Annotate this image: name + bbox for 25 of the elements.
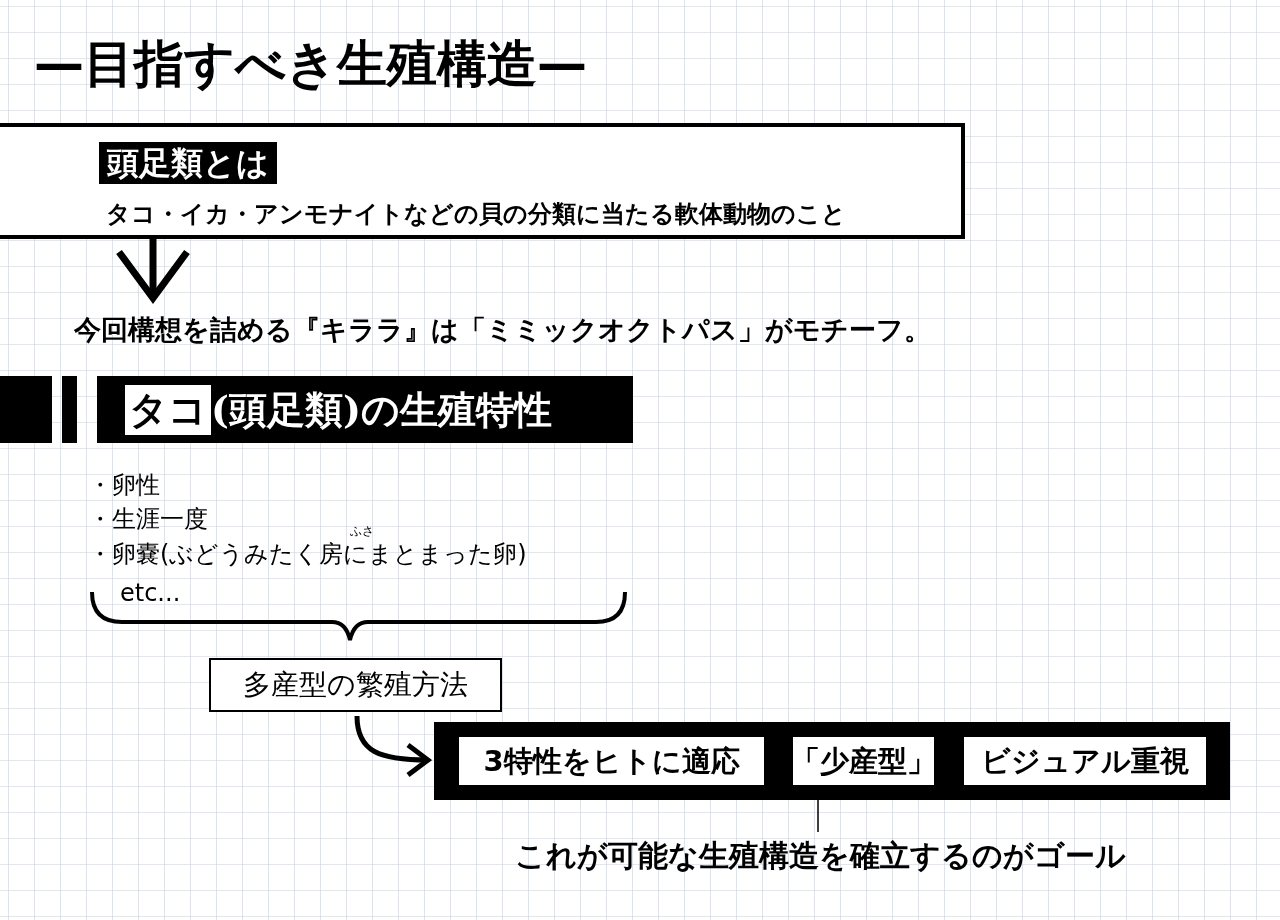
ruby-reading: ふさ [350, 524, 374, 538]
point-box [459, 737, 764, 785]
point-text: 「少産型」 [791, 743, 936, 779]
heading-banner [97, 376, 633, 443]
method-text: 多産型の繁殖方法 [243, 667, 468, 703]
list-item: etc... [119, 578, 181, 608]
list-item: ・卵性 [88, 470, 160, 500]
goal-text: これが可能な生殖構造を確立するのがゴール [514, 837, 1126, 875]
definition-text: タコ・イカ・アンモナイトなどの貝の分類に当たる軟体動物のこと [106, 198, 846, 230]
list-item: ・生涯一度 [88, 504, 208, 534]
method-box [209, 658, 502, 712]
banner-heading: (頭足類)の生殖特性 [211, 385, 552, 434]
point-box [793, 737, 934, 785]
section-heading: 頭足類とは [99, 142, 277, 184]
definition-box [0, 123, 965, 239]
highlighted-word: タコ [125, 384, 211, 435]
point-box [964, 737, 1206, 785]
statement-text: 今回構想を詰める『キララ』は「ミミックオクトパス」がモチーフ。 [74, 313, 932, 347]
arrow [115, 239, 191, 302]
goal-band [434, 722, 1230, 800]
arrow [354, 715, 431, 778]
page-title: —目指すべき生殖構造— [34, 34, 587, 95]
point-text: ビジュアル重視 [981, 743, 1189, 779]
point-text: 3特性をヒトに適応 [483, 743, 740, 779]
list-item: ・卵嚢(ぶどうみたく房にまとまった卵) [88, 539, 527, 569]
